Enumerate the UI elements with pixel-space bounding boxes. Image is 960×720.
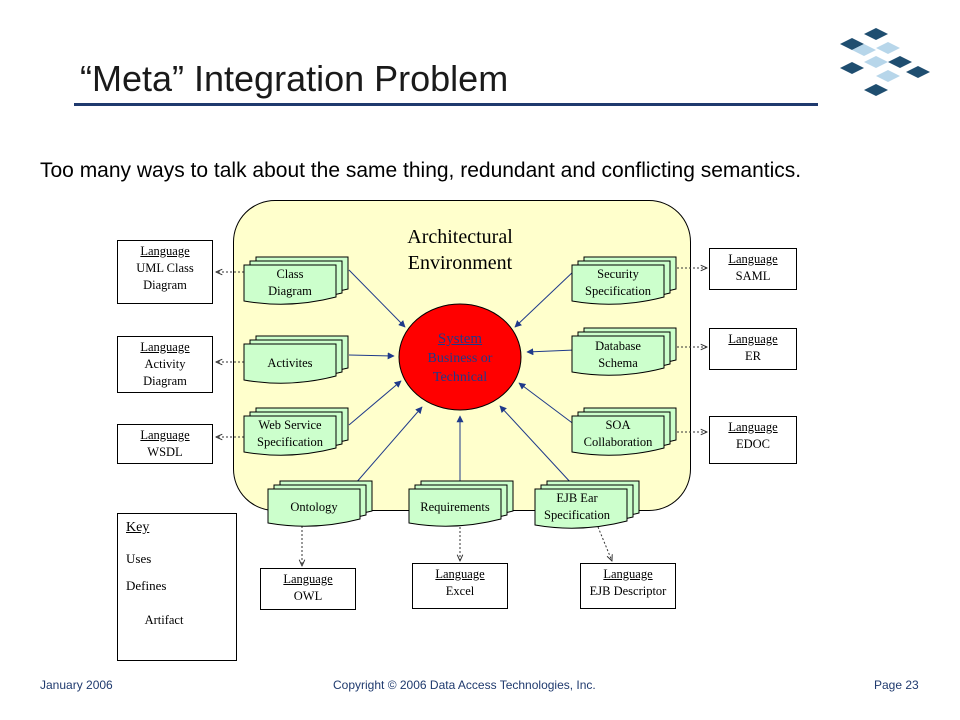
language-box-er: Language ER bbox=[709, 328, 797, 370]
language-box-excel: Language Excel bbox=[412, 563, 508, 609]
artifact-activites bbox=[243, 335, 349, 384]
artifact-ontology bbox=[267, 480, 373, 527]
artifact-database bbox=[571, 327, 677, 376]
key-uses-label: Uses bbox=[126, 551, 152, 566]
artifact-stacks bbox=[243, 256, 677, 529]
language-box-owl: Language OWL bbox=[260, 568, 356, 610]
slide-subtitle: Too many ways to talk about the same thi… bbox=[40, 159, 802, 182]
language-box-ejb: Language EJB Descriptor bbox=[580, 563, 676, 609]
defines-arrows bbox=[348, 269, 576, 485]
artifact-label-activites: Activites bbox=[267, 356, 313, 370]
uses-arrows bbox=[216, 268, 707, 566]
key-artifact-label: Artifact bbox=[144, 613, 184, 627]
artifact-label-requirements: Requirements bbox=[420, 500, 490, 514]
key-heading: Key bbox=[126, 520, 150, 535]
artifact-security bbox=[571, 256, 677, 305]
language-box-wsdl: Language WSDL bbox=[117, 424, 213, 464]
company-logo bbox=[840, 28, 930, 96]
artifact-ejb-ear bbox=[534, 480, 640, 529]
footer-date: January 2006 bbox=[40, 678, 113, 692]
slide-title: “Meta” Integration Problem bbox=[80, 58, 509, 99]
footer-page-number: Page 23 bbox=[874, 678, 919, 692]
artifact-requirements bbox=[408, 480, 514, 527]
language-box-saml: Language SAML bbox=[709, 248, 797, 290]
system-line2: Technical bbox=[432, 370, 488, 385]
artifact-label-ontology: Ontology bbox=[290, 500, 338, 514]
artifact-web-service bbox=[243, 407, 349, 456]
system-ellipse bbox=[398, 303, 522, 411]
artifact-soa bbox=[571, 407, 677, 456]
system-line1: Business or bbox=[427, 351, 493, 366]
title-underline bbox=[74, 103, 818, 106]
system-label: System Business or Technical bbox=[399, 330, 521, 387]
key-defines-label: Defines bbox=[126, 578, 167, 593]
language-box-edoc: Language EDOC bbox=[709, 416, 797, 464]
environment-title: Architectural Environment bbox=[407, 226, 513, 274]
artifact-class-diagram bbox=[243, 256, 349, 305]
footer-copyright: Copyright © 2006 Data Access Technologie… bbox=[333, 678, 596, 692]
key-legend bbox=[117, 513, 237, 661]
system-heading: System bbox=[437, 331, 483, 347]
